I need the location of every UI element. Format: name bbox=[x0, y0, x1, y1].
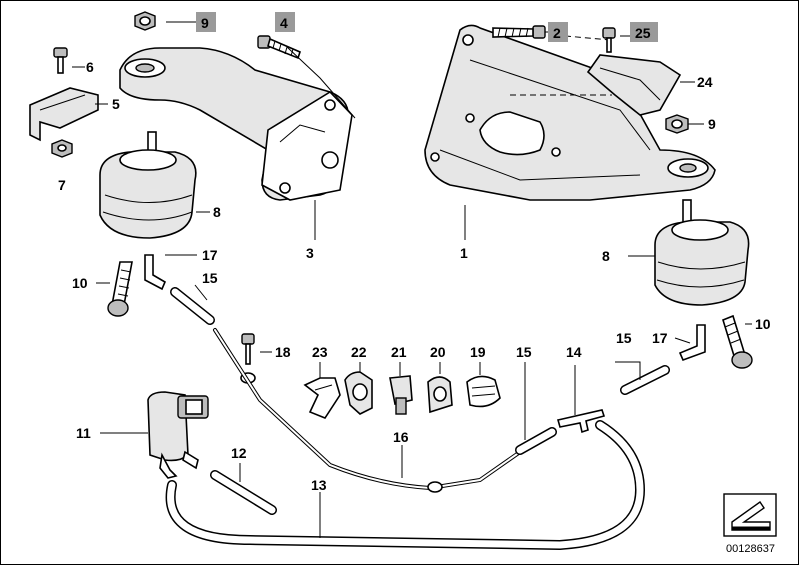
vacuum-line-16 bbox=[213, 328, 532, 493]
engine-mount-8-right bbox=[654, 199, 750, 306]
nut-9-top bbox=[134, 11, 156, 31]
callout-20: 20 bbox=[430, 344, 446, 360]
hose-15-left bbox=[170, 287, 215, 325]
callout-box-2 bbox=[548, 22, 568, 42]
bolt-4 bbox=[257, 35, 301, 60]
callout-box-9-top bbox=[196, 12, 216, 32]
bolt-10-left bbox=[107, 261, 133, 317]
callout-21: 21 bbox=[391, 344, 407, 360]
t-connector-14 bbox=[556, 409, 606, 434]
callout-12: 12 bbox=[231, 445, 247, 461]
callout-4: 4 bbox=[280, 15, 288, 31]
callout-16: 16 bbox=[393, 429, 409, 445]
screw-6 bbox=[53, 47, 68, 74]
callout-5: 5 bbox=[112, 96, 120, 112]
hose-15-middle bbox=[515, 427, 557, 455]
callout-8-right: 8 bbox=[602, 248, 610, 264]
fitting-17-left bbox=[144, 254, 167, 291]
callout-9-top: 9 bbox=[201, 15, 209, 31]
callout-13: 13 bbox=[311, 477, 327, 493]
clip-22 bbox=[344, 371, 373, 415]
hose-13 bbox=[165, 420, 646, 551]
clip-19 bbox=[466, 375, 501, 408]
clip-21 bbox=[389, 375, 413, 415]
reference-number: 00128637 bbox=[726, 543, 775, 555]
bracket-5 bbox=[29, 87, 99, 142]
callout-23: 23 bbox=[312, 344, 328, 360]
hose-15-right bbox=[620, 365, 670, 395]
bolt-2 bbox=[492, 25, 546, 39]
callout-2: 2 bbox=[553, 25, 561, 41]
engine-bracket-left bbox=[119, 47, 353, 201]
callout-22: 22 bbox=[351, 344, 367, 360]
callout-15-left: 15 bbox=[202, 270, 218, 286]
callout-14: 14 bbox=[566, 344, 582, 360]
callout-7: 7 bbox=[58, 177, 66, 193]
callout-17-left: 17 bbox=[202, 247, 218, 263]
nut-7 bbox=[51, 139, 73, 158]
nut-9-right bbox=[665, 114, 689, 134]
engine-mount-8-left bbox=[99, 131, 197, 239]
callout-11: 11 bbox=[76, 425, 91, 441]
callout-10-right: 10 bbox=[755, 316, 771, 332]
callout-3: 3 bbox=[306, 245, 314, 261]
callout-17-right: 17 bbox=[652, 330, 668, 346]
callout-15-right: 15 bbox=[616, 330, 632, 346]
callout-18: 18 bbox=[275, 344, 291, 360]
callout-box-4 bbox=[275, 12, 295, 32]
bolt-18 bbox=[240, 333, 256, 384]
callout-19: 19 bbox=[470, 344, 486, 360]
callout-8-left: 8 bbox=[213, 204, 221, 220]
clip-23 bbox=[303, 377, 341, 419]
solenoid-valve-11 bbox=[147, 391, 209, 479]
callout-24: 24 bbox=[697, 74, 713, 90]
callout-10-left: 10 bbox=[72, 275, 88, 291]
bolt-10-right bbox=[722, 314, 753, 369]
screw-25 bbox=[602, 27, 616, 53]
back-arrow-icon[interactable] bbox=[723, 493, 777, 537]
engine-bracket-right bbox=[424, 24, 716, 201]
fitting-17-right bbox=[678, 324, 706, 362]
bracket-24 bbox=[586, 54, 682, 116]
hose-12 bbox=[210, 470, 277, 515]
callout-box-25 bbox=[630, 22, 658, 42]
callout-6: 6 bbox=[86, 59, 94, 75]
callout-25: 25 bbox=[635, 25, 651, 41]
clip-20 bbox=[427, 376, 453, 414]
callout-15-middle: 15 bbox=[516, 344, 532, 360]
callout-9-right: 9 bbox=[708, 116, 716, 132]
callout-1: 1 bbox=[460, 245, 468, 261]
